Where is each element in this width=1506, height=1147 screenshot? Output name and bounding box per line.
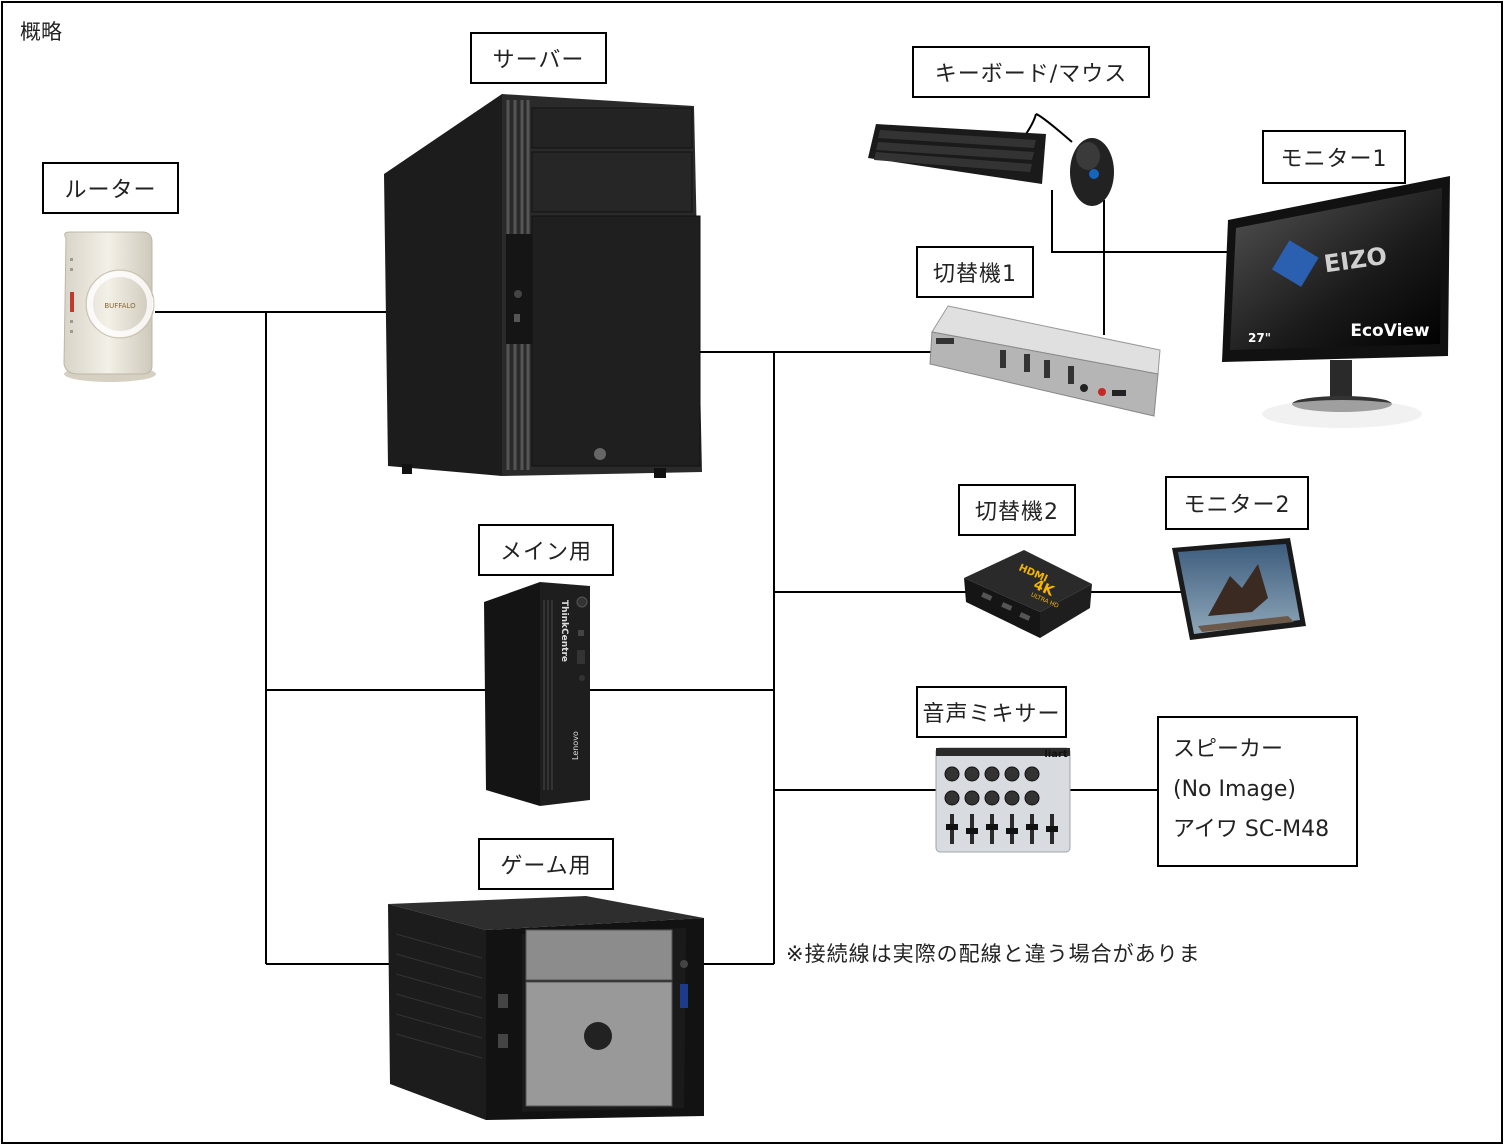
label-monitor1: モニター1 <box>1262 130 1406 184</box>
mixer-knob <box>944 790 960 806</box>
wiring-note: ※接続線は実際の配線と違う場合がありま <box>786 942 1201 966</box>
label-monitor2: モニター2 <box>1165 476 1309 530</box>
mixer-knob <box>944 766 960 782</box>
speaker-line3: アイワ SC-M48 <box>1173 817 1330 842</box>
switch1-image <box>929 305 1161 417</box>
main-pc-vendor: Lenovo <box>571 731 580 760</box>
label-mixer: 音声ミキサー <box>916 686 1067 738</box>
label-keyboard-mouse: キーボード/マウス <box>912 46 1150 98</box>
game-pc-image <box>388 896 704 1120</box>
label-game-pc: ゲーム用 <box>478 838 614 890</box>
label-router: ルーター <box>42 162 179 214</box>
label-main-pc: メイン用 <box>478 524 614 576</box>
diagram-title: 概略 <box>20 20 62 44</box>
mixer-brand: liart <box>1044 749 1068 760</box>
monitor1-image: EIZO 27" EcoView <box>1222 176 1450 428</box>
main-pc-image: ThinkCentre Lenovo <box>484 582 590 806</box>
speaker-line2: (No Image) <box>1173 777 1296 802</box>
monitor1-model: EcoView <box>1350 321 1430 341</box>
mixer-knob <box>1004 790 1020 806</box>
mixer-knob <box>1024 790 1040 806</box>
monitor1-size: 27" <box>1248 331 1271 345</box>
label-switch2: 切替機2 <box>958 484 1076 536</box>
mixer-knob <box>964 790 980 806</box>
mixer-image: liart <box>935 747 1071 853</box>
switch2-image: HDMI 4K ULTRA HD <box>964 550 1092 638</box>
wire-keyboard-monitor1 <box>1051 190 1228 253</box>
main-pc-brand: ThinkCentre <box>559 600 569 662</box>
keyboard-mouse-image <box>868 113 1114 206</box>
mixer-knob <box>1004 766 1020 782</box>
router-brand: BUFFALO <box>104 302 136 310</box>
speaker-box: スピーカー (No Image) アイワ SC-M48 <box>1157 716 1358 867</box>
router-image: BUFFALO <box>63 231 156 382</box>
monitor2-image <box>1172 538 1306 640</box>
mixer-knob <box>984 790 1000 806</box>
label-server: サーバー <box>470 32 607 84</box>
speaker-line1: スピーカー <box>1173 737 1284 762</box>
mixer-knob <box>984 766 1000 782</box>
label-switch1: 切替機1 <box>916 246 1034 298</box>
mixer-knob <box>1024 766 1040 782</box>
server-image <box>384 94 702 478</box>
mixer-knob <box>964 766 980 782</box>
